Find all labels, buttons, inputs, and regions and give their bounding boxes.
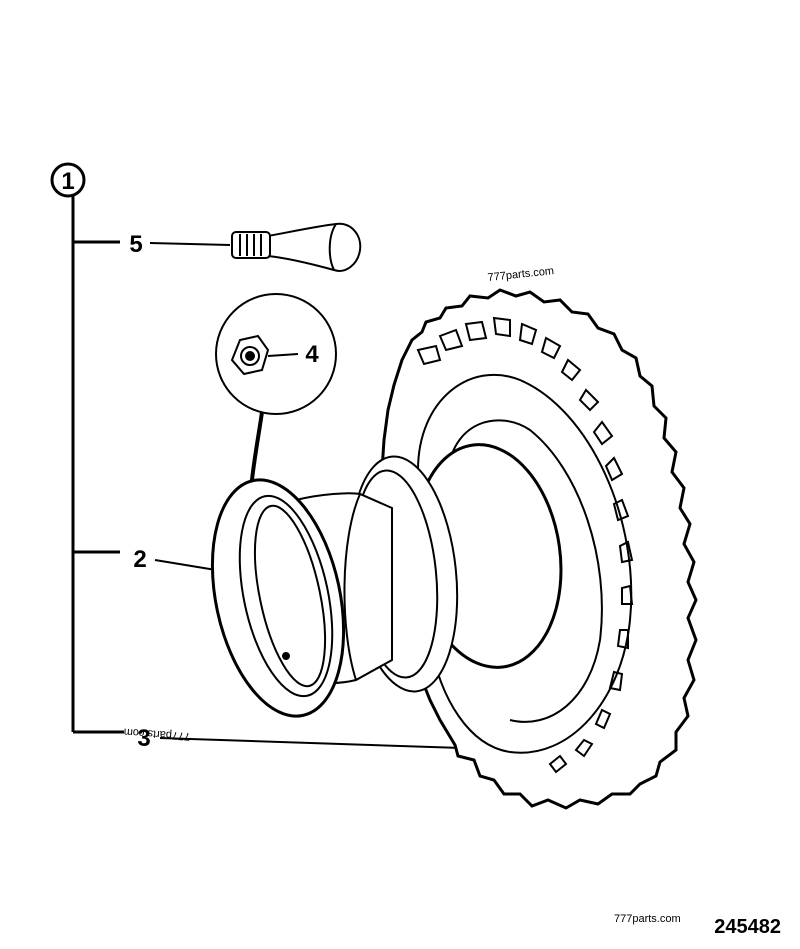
valve-icon[interactable] xyxy=(231,222,362,272)
callout-nut[interactable]: 4 xyxy=(305,341,319,368)
watermark-text: 777parts.com xyxy=(487,265,555,284)
callout-rim[interactable]: 2 xyxy=(133,546,146,573)
leader-lines xyxy=(149,242,463,749)
nut-icon[interactable] xyxy=(230,334,270,376)
figure-number: 245482 xyxy=(714,916,781,938)
callout-valve[interactable]: 5 xyxy=(129,231,142,258)
rim-icon[interactable] xyxy=(192,451,468,728)
watermark-text-footer: 777parts.com xyxy=(614,913,681,925)
assembly-bracket xyxy=(50,162,124,734)
callout-tyre[interactable]: 3 xyxy=(137,725,150,752)
assembly-number[interactable]: 1 xyxy=(61,168,74,195)
watermark-text-mirrored: 777parts.com xyxy=(123,726,190,743)
